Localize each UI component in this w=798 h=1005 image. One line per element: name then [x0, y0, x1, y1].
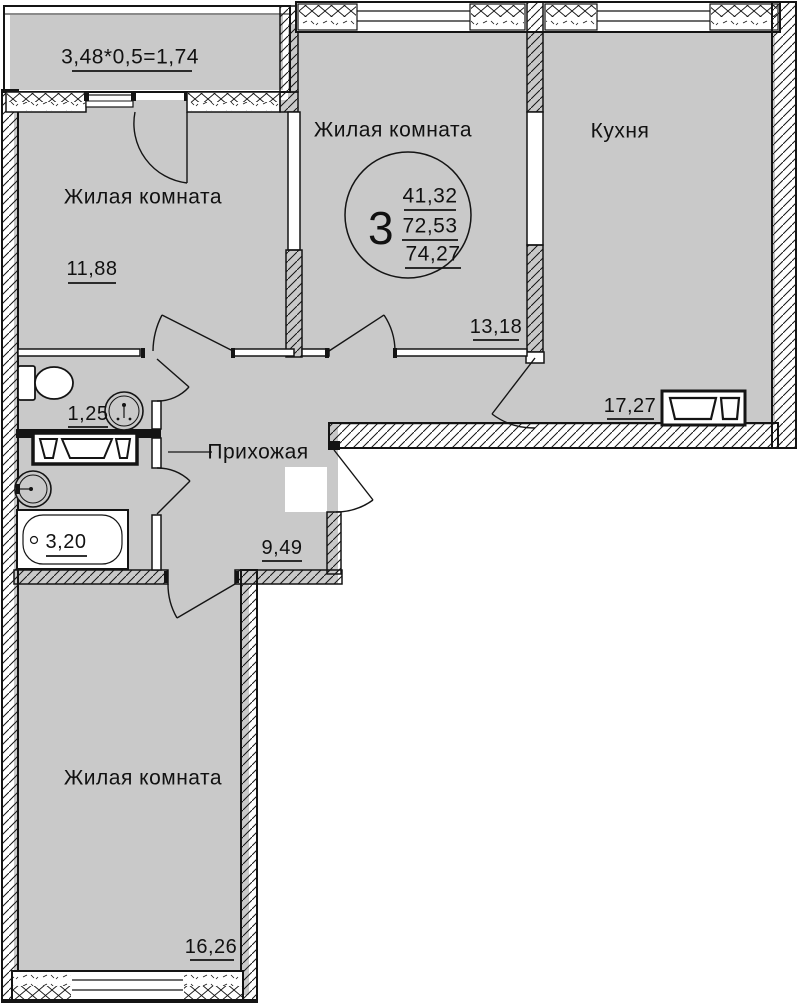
- living2-name: Жилая комната: [314, 119, 472, 142]
- kitchen-floor: [530, 24, 775, 425]
- labels: 3,48*0,5=1,74 Жилая комната 11,88 Жилая …: [46, 46, 657, 961]
- living3-right-wall: [240, 569, 258, 1003]
- living1-name: Жилая комната: [64, 186, 222, 209]
- floor-areas: [10, 15, 775, 995]
- area-stamp: 3 41,32 72,53 74,27: [344, 151, 472, 279]
- wc-door: [156, 358, 190, 402]
- kitchen-door: [491, 357, 536, 429]
- kitchen-name: Кухня: [591, 120, 650, 143]
- stamp-total-area: 74,27: [405, 243, 460, 266]
- top-window-2: [597, 10, 710, 22]
- bath-sink-icon: [14, 470, 52, 508]
- corridor-floor: [330, 355, 532, 425]
- living3-door: [167, 583, 236, 619]
- hallway-area: 9,49: [262, 537, 303, 559]
- south-wall: [328, 422, 779, 449]
- kitchen-area: 17,27: [604, 395, 657, 417]
- partition-wall: [287, 111, 301, 251]
- entrance-recess: [285, 467, 327, 512]
- bathroom-area: 3,20: [46, 531, 87, 553]
- living3-area: 16,26: [185, 936, 238, 958]
- living2-area: 13,18: [470, 316, 523, 338]
- kitchen-divider-wall: [526, 1, 544, 113]
- living1-floor: [14, 100, 304, 358]
- living3-name: Жилая комната: [64, 767, 222, 790]
- doors: [133, 111, 536, 619]
- toilet-icon: [17, 365, 74, 401]
- top-window-1: [357, 10, 470, 22]
- living2-door: [328, 314, 396, 352]
- stamp-apartment-area: 72,53: [402, 215, 457, 238]
- bathroom-bottom-wall: [13, 569, 169, 585]
- bottom-window: [72, 979, 183, 991]
- kitchen-sink-icon: [660, 389, 747, 427]
- wc-sink-icon: [104, 391, 144, 431]
- masonry-blocks: [297, 3, 779, 31]
- living2-floor: [288, 24, 540, 358]
- hallway-top-walls: [17, 348, 528, 358]
- entrance-wall: [326, 511, 342, 575]
- washing-machine-icon: [31, 431, 139, 466]
- hallway-name: Прихожая: [207, 441, 308, 464]
- bathtub-icon: [16, 509, 129, 570]
- stamp-circle: [344, 151, 472, 279]
- entrance-door: [333, 449, 374, 513]
- fixtures: [14, 365, 747, 570]
- living1-area: 11,88: [66, 258, 117, 280]
- balcony-door: [133, 111, 188, 184]
- wc-area: 1,25: [68, 403, 109, 425]
- stamp-room-count: 3: [368, 202, 394, 254]
- living1-door: [152, 314, 234, 352]
- left-wall: [1, 89, 19, 1003]
- living3-floor: [14, 570, 249, 995]
- bathroom-door: [156, 467, 191, 515]
- right-wall: [771, 1, 797, 449]
- balcony-floor: [10, 15, 283, 90]
- balcony-label: 3,48*0,5=1,74: [61, 46, 199, 69]
- stamp-living-area: 41,32: [402, 185, 457, 208]
